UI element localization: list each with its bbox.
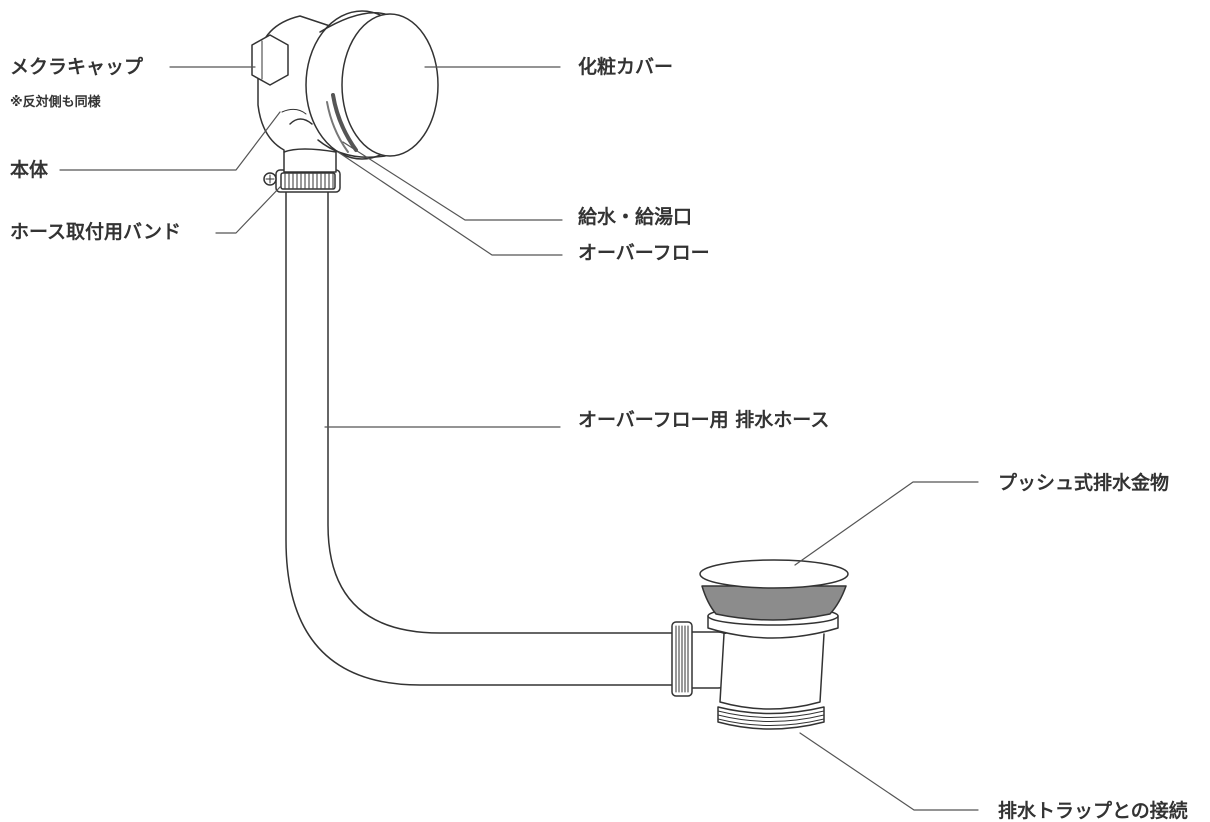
- label-overflow: オーバーフロー: [578, 242, 710, 264]
- overflow-hose: [285, 189, 676, 686]
- push-drain-body: [707, 606, 839, 730]
- label-blind-cap: メクラキャップ: [10, 56, 144, 78]
- leader-lines: [59, 66, 979, 811]
- decorative-cover: [305, 10, 439, 160]
- label-trap-connection: 排水トラップとの接続: [998, 800, 1188, 822]
- label-water-supply-port: 給水・給湯口: [578, 206, 693, 228]
- label-decorative-cover: 化粧カバー: [578, 56, 674, 78]
- label-blind-cap-note: ※反対側も同様: [10, 95, 101, 110]
- hose-band: [263, 169, 341, 193]
- label-push-drain-fitting: プッシュ式排水金物: [998, 472, 1170, 494]
- blind-cap: [251, 34, 289, 86]
- label-overflow-drain-hose: オーバーフロー用 排水ホース: [578, 409, 830, 431]
- label-main-body: 本体: [10, 159, 49, 181]
- push-stopper: [699, 559, 849, 621]
- label-hose-band: ホース取付用バンド: [10, 221, 182, 243]
